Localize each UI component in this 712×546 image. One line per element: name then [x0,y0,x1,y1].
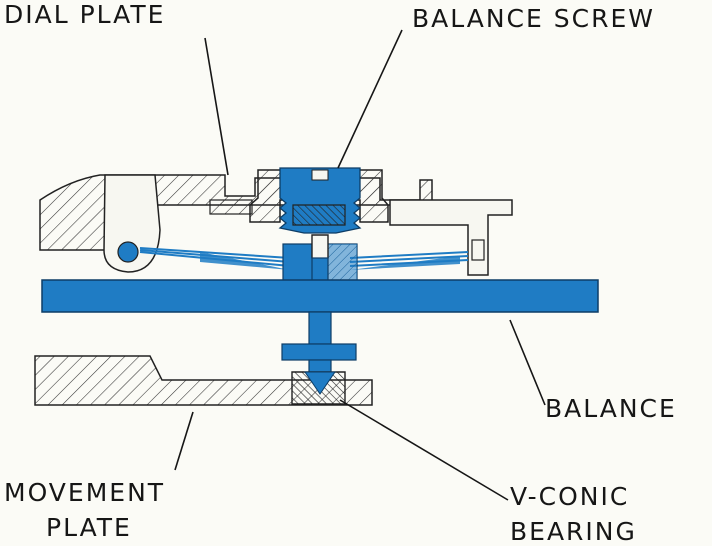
screw-slot [311,169,329,181]
leader-dial-plate [204,37,229,176]
leader-movement-plate [174,411,194,471]
v-conic-bearing [291,371,346,405]
roller-table [281,343,357,361]
label-dial-plate: DIAL PLATE [4,2,165,27]
balance-screw-assembly [249,167,389,234]
movement-plate [34,355,373,406]
leader-balance-screw [337,29,403,169]
label-movement-plate-line1: MOVEMENT [4,478,166,507]
pivot-pin [117,241,139,263]
label-balance-text: BALANCE [545,394,677,423]
dial-plate-insert [209,199,253,215]
label-bearing-line2: BEARING [510,517,637,546]
staff-lower [281,311,357,394]
balance-wheel [41,279,599,313]
leader-balance [509,319,546,406]
label-balance-screw-text: BALANCE SCREW [412,4,655,33]
dial-plate-bracket [389,199,513,276]
leader-v-conic-bearing [339,399,509,501]
label-v-conic-bearing: V-CONIC BEARING [510,484,637,544]
label-movement-plate-line2: PLATE [46,513,132,542]
label-balance-screw: BALANCE SCREW [412,6,655,31]
leader-lines [174,29,546,501]
label-dial-plate-text: DIAL PLATE [4,0,166,29]
hairspring [139,247,469,270]
label-bearing-line1: V-CONIC [510,482,630,511]
bracket-slot [471,239,485,261]
label-balance: BALANCE [545,396,677,421]
label-movement-plate: MOVEMENT PLATE [4,480,165,540]
cap-jewel [292,204,346,226]
